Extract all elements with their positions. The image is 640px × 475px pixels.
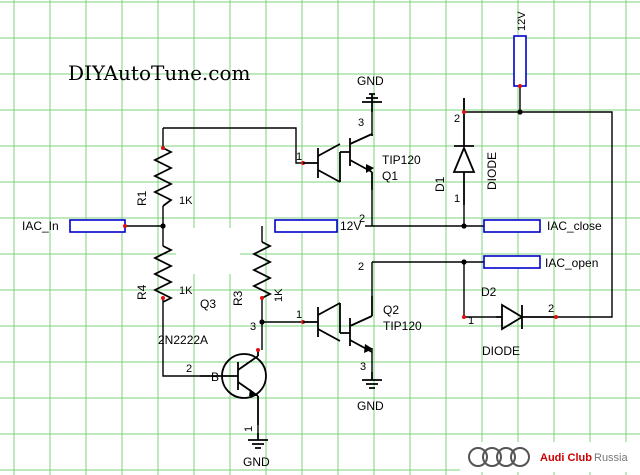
supply-label: 12V [516, 11, 528, 31]
gnd-top-label: GND [357, 74, 384, 88]
transistor-q3: 3 2 B 1 Q3 2N2222A [158, 297, 267, 432]
footer-country: Russia [594, 452, 629, 464]
gnd-q3: GND [243, 433, 270, 469]
audi-ring-icon [510, 447, 530, 467]
transistor-q2: 2 1 3 Q2 TIP120 [296, 261, 422, 373]
d1-pin-bot: 1 [454, 193, 460, 205]
q3-part: 2N2222A [158, 333, 208, 347]
gnd-top: GND [357, 74, 384, 112]
junction-dot [461, 259, 467, 265]
junction-dot [461, 223, 467, 229]
q3-pin-c: 3 [250, 321, 256, 333]
q2-pin-b: 1 [296, 309, 302, 321]
d2-part: DIODE [482, 344, 520, 358]
audi-ring-icon [496, 447, 516, 467]
port-iac-open: IAC_open [483, 255, 598, 270]
port-12v-supply: 12V [513, 11, 528, 88]
q2-pin-c: 2 [358, 261, 364, 273]
q3-pin-e: 1 [243, 426, 255, 432]
label-backdrop [176, 228, 240, 274]
r4-ref: R4 [135, 284, 149, 300]
gnd-q2-label: GND [357, 399, 384, 413]
q2-pin-e: 3 [360, 361, 366, 373]
port-iac-in: IAC_In [22, 219, 127, 233]
r3-value: 1K [273, 288, 285, 302]
junction-dot [517, 109, 523, 115]
audi-ring-icon [482, 447, 502, 467]
audi-ring-icon [468, 447, 488, 467]
resistor-r1: R1 1K [135, 146, 193, 207]
audi-club-logo: Audi Club Russia [460, 442, 640, 472]
port-12v-label: 12V [340, 219, 361, 233]
q1-ref: Q1 [382, 169, 398, 183]
port-iac-in-label: IAC_In [22, 219, 59, 233]
d2-pin-right: 2 [548, 303, 554, 315]
q1-part: TIP120 [382, 153, 421, 167]
junction-dot [259, 319, 265, 325]
d2-ref: D2 [481, 285, 497, 299]
d1-pin-top: 2 [454, 113, 460, 125]
q3-pin-b: 2 [186, 363, 192, 375]
diode-d2: 1 2 D2 DIODE [462, 285, 558, 358]
q2-ref: Q2 [383, 303, 399, 317]
d1-part: DIODE [485, 152, 499, 190]
gnd-q2: GND [357, 372, 384, 413]
port-iac-open-label: IAC_open [545, 256, 598, 270]
q1-pin-e: 2 [359, 213, 365, 225]
resistor-r3: R3 1K [231, 241, 285, 306]
r1-value: 1K [179, 195, 193, 207]
transistor-q1: 3 1 2 TIP120 Q1 [296, 117, 421, 225]
footer-club: Audi Club [540, 452, 592, 464]
gnd-q3-label: GND [243, 455, 270, 469]
junction-dot [160, 223, 166, 229]
r4-value: 1K [179, 285, 193, 297]
d1-ref: D1 [433, 176, 447, 192]
diode-d1: 2 1 D1 DIODE [433, 98, 499, 205]
q3-ref: Q3 [200, 297, 216, 311]
r1-ref: R1 [135, 190, 149, 206]
q2-part: TIP120 [383, 319, 422, 333]
q1-pin-b: 1 [296, 151, 302, 163]
watermark-text: DIYAutoTune.com [68, 61, 251, 85]
port-iac-close-label: IAC_close [547, 219, 602, 233]
d2-pin-left: 1 [468, 315, 474, 327]
port-12v: 12V [274, 219, 361, 233]
q1-pin-c: 3 [358, 117, 364, 129]
resistor-r4: R4 1K [135, 245, 193, 303]
q3-base-label: B [211, 370, 219, 384]
r3-ref: R3 [231, 290, 245, 306]
junctions [160, 109, 523, 325]
port-iac-close: IAC_close [483, 219, 602, 233]
